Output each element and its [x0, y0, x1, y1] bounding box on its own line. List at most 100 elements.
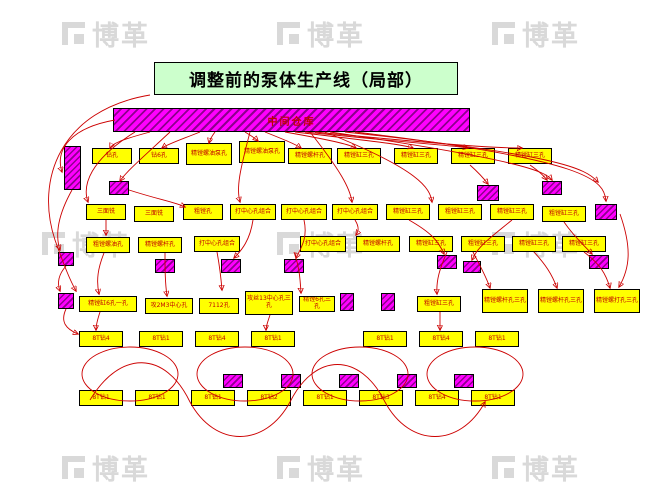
flow-arrow [469, 164, 488, 184]
machine-box: 8T钻4 [419, 331, 463, 347]
machine-box: 打中心孔组合 [194, 236, 240, 252]
machine-box: 精镗螺杆孔三孔 [482, 289, 528, 313]
machine-box: 精镗螺油泵孔 [239, 141, 285, 163]
machine-box: 粗镗螺油孔 [86, 237, 130, 253]
storage-box [284, 259, 304, 273]
machine-box: 精镗缸三孔 [512, 236, 556, 252]
flow-arrow [309, 131, 352, 202]
machine-box: 精镗螺杆孔 [138, 237, 182, 253]
machine-box: 粗镗孔 [183, 204, 223, 220]
brand-watermark: 博革 [492, 14, 580, 53]
storage-box [381, 293, 395, 311]
machine-box: 8T钻4 [415, 390, 459, 406]
machine-box: 精镗缸三孔 [394, 148, 438, 164]
machine-box: 8T钻1 [363, 331, 407, 347]
brand-logo-icon [277, 456, 300, 479]
storage-box [463, 261, 481, 273]
storage-box [58, 293, 74, 309]
watermark-text: 博革 [307, 21, 365, 52]
machine-box: 粗镗缸三孔 [438, 204, 482, 220]
machine-box: 精镗螺打孔三孔 [594, 289, 640, 313]
machine-box: 精镗缸三孔 [409, 236, 453, 252]
flow-arrow [110, 131, 151, 148]
machine-box: 精镗螺杆孔三孔 [538, 289, 584, 313]
diagram-title: 调整前的泵体生产线（局部） [154, 62, 458, 95]
flow-arrow [244, 131, 258, 141]
machine-box: 8T钻3 [359, 390, 403, 406]
brand-watermark: 博革 [62, 448, 150, 487]
storage-box [542, 181, 562, 195]
watermark-text: 博革 [307, 455, 365, 486]
machine-box: 精镗缸三孔 [490, 204, 534, 220]
storage-box [595, 204, 617, 220]
machine-box: 8T钻1 [79, 390, 123, 406]
machine-box: 三面铣 [134, 206, 174, 222]
flow-arrow [63, 308, 78, 334]
storage-box [454, 374, 474, 388]
flow-arrow [284, 131, 356, 148]
flow-arrow [209, 131, 216, 143]
flow-arrow [619, 213, 629, 287]
flow-arrow [304, 131, 468, 148]
flow-arrow [266, 314, 271, 330]
brand-logo-icon [62, 456, 85, 479]
storage-box [58, 252, 74, 266]
machine-box: 攻2M3中心孔 [145, 298, 193, 314]
storage-box [64, 146, 81, 190]
machine-box: 8T钻1 [135, 390, 179, 406]
brand-watermark: 博革 [277, 14, 365, 53]
flow-arrow [529, 164, 547, 180]
brand-logo-icon [277, 22, 300, 45]
machine-box: 8T钻1 [303, 390, 347, 406]
storage-box [339, 374, 359, 388]
machine-box: 精镗螺杆孔 [288, 148, 332, 164]
machine-box: 精镗缸三孔 [451, 148, 495, 164]
storage-box [477, 185, 499, 201]
warehouse-bar: 中间仓库 [113, 108, 470, 132]
storage-box [155, 259, 175, 273]
storage-box [437, 255, 457, 269]
machine-box: 8T钻1 [475, 331, 519, 347]
machine-box: 精镗缸三孔 [337, 148, 381, 164]
watermark-text: 博革 [92, 21, 150, 52]
storage-box [589, 255, 609, 269]
storage-box [221, 259, 241, 273]
storage-box [340, 293, 354, 311]
machine-box: 粗镗缸三孔 [542, 206, 586, 222]
brand-logo-icon [62, 22, 85, 45]
flow-arrow [58, 265, 67, 291]
watermark-text: 博革 [92, 455, 150, 486]
machine-box: 精镗缸6孔一孔 [79, 296, 137, 312]
machine-box: 精镗缸三孔 [508, 148, 552, 164]
watermark-text: 博革 [522, 21, 580, 52]
machine-box: 攻丝13中心孔三孔 [245, 291, 293, 315]
machine-box: 精镗缸三孔 [386, 204, 430, 220]
machine-box: 7112孔 [199, 298, 239, 314]
machine-box: 打中心孔组合 [281, 204, 327, 220]
machine-box: 钻6孔 [139, 148, 179, 164]
watermark-text: 博革 [522, 455, 580, 486]
flow-arrow [314, 131, 522, 148]
brand-logo-icon [492, 456, 515, 479]
storage-box [109, 181, 129, 195]
brand-logo-icon [277, 232, 300, 255]
brand-logo-icon [492, 22, 515, 45]
machine-box: 8T钻1 [471, 390, 515, 406]
machine-box: 三面铣 [86, 204, 126, 220]
brand-watermark: 博革 [277, 448, 365, 487]
machine-box: 精镗缸三孔 [562, 236, 606, 252]
storage-box [397, 374, 417, 388]
machine-box: 打中心孔组合 [230, 204, 276, 220]
machine-box: 8T钻2 [247, 390, 291, 406]
flow-arrow [128, 189, 185, 207]
storage-box [281, 374, 301, 388]
machine-box: 8T钻4 [79, 331, 123, 347]
flow-arrow [294, 131, 413, 148]
storage-box [223, 374, 243, 388]
machine-box: 钻孔 [92, 148, 132, 164]
machine-box: 精镗6孔三孔 [299, 296, 335, 312]
machine-box: 粗镗缸三孔 [461, 236, 505, 252]
machine-box: 8T钻4 [195, 331, 239, 347]
machine-box: 精镗螺油泵孔 [186, 143, 232, 165]
